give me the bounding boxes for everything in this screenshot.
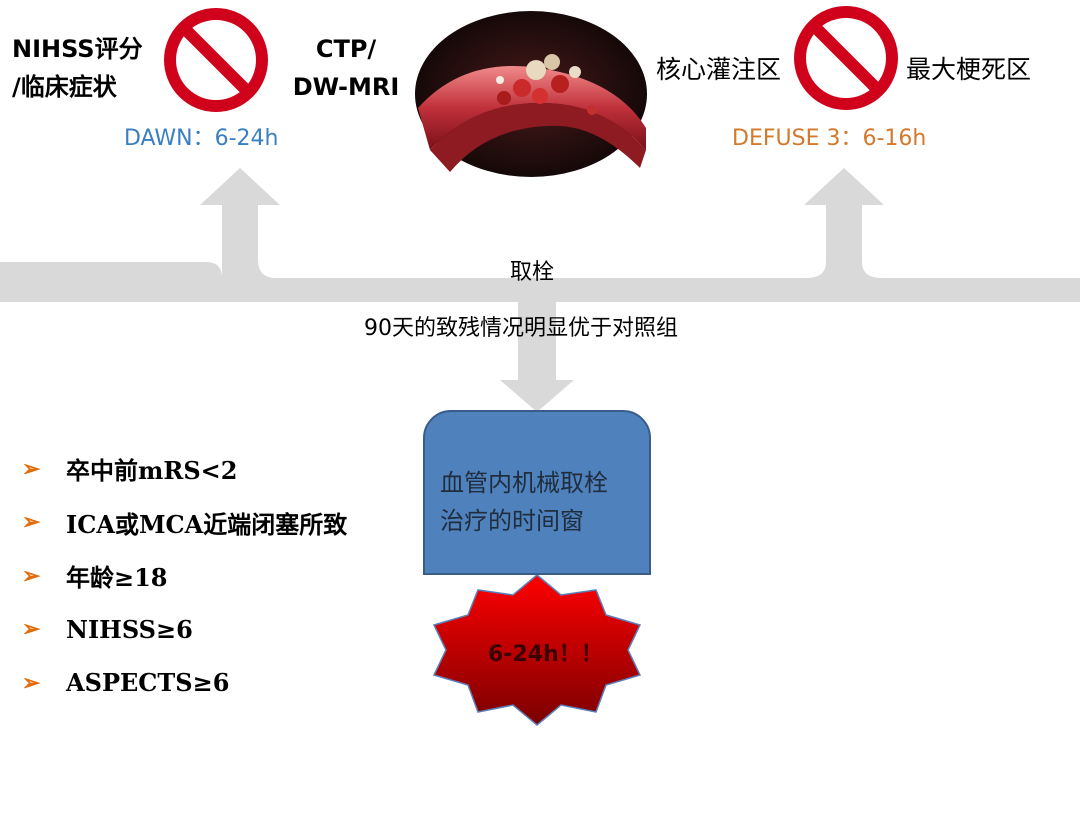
list-item: ➢ ASPECTS≥6 — [22, 668, 230, 698]
list-item: ➢ ICA或MCA近端闭塞所致 — [22, 509, 348, 539]
list-item: ➢ 卒中前mRS<2 — [22, 455, 238, 486]
left-up-arrow — [0, 168, 280, 278]
defuse-trial-label: DEFUSE 3：6-16h — [732, 126, 927, 151]
horizontal-bar — [0, 278, 1080, 302]
core-perfusion-label: 核心灌注区 — [656, 55, 782, 84]
list-item: ➢ NIHSS≥6 — [22, 614, 193, 644]
down-arrow — [500, 302, 574, 412]
list-item: ➢ 年龄≥18 — [22, 562, 168, 593]
time-window-text: 血管内机械取栓 治疗的时间窗 — [440, 469, 608, 535]
max-infarct-label: 最大梗死区 — [906, 55, 1032, 84]
arrow-bullet-icon: ➢ — [22, 616, 41, 643]
arrow-bullet-icon: ➢ — [22, 562, 41, 589]
thrombectomy-label: 取栓 — [510, 260, 555, 285]
arrow-bullet-icon: ➢ — [22, 669, 41, 696]
prohibition-icon — [164, 8, 268, 112]
arrow-bullet-icon: ➢ — [22, 509, 41, 536]
burst-star — [432, 574, 642, 726]
time-window-box — [423, 410, 651, 575]
imaging-label: CTP/ DW-MRI — [292, 35, 400, 101]
right-up-arrow — [804, 168, 884, 278]
nihss-label: NIHSS评分 /临床症状 — [12, 35, 143, 101]
outcome-text: 90天的致残情况明显优于对照组 — [364, 316, 678, 341]
burst-label: 6-24h！！ — [488, 642, 603, 667]
dawn-trial-label: DAWN：6-24h — [124, 126, 279, 151]
criteria-list: ➢ 卒中前mRS<2 ➢ ICA或MCA近端闭塞所致 ➢ 年龄≥18 ➢ NIH… — [22, 442, 347, 710]
prohibition-icon — [794, 6, 898, 110]
blood-vessel-image — [415, 11, 647, 177]
arrow-bullet-icon: ➢ — [22, 455, 41, 482]
